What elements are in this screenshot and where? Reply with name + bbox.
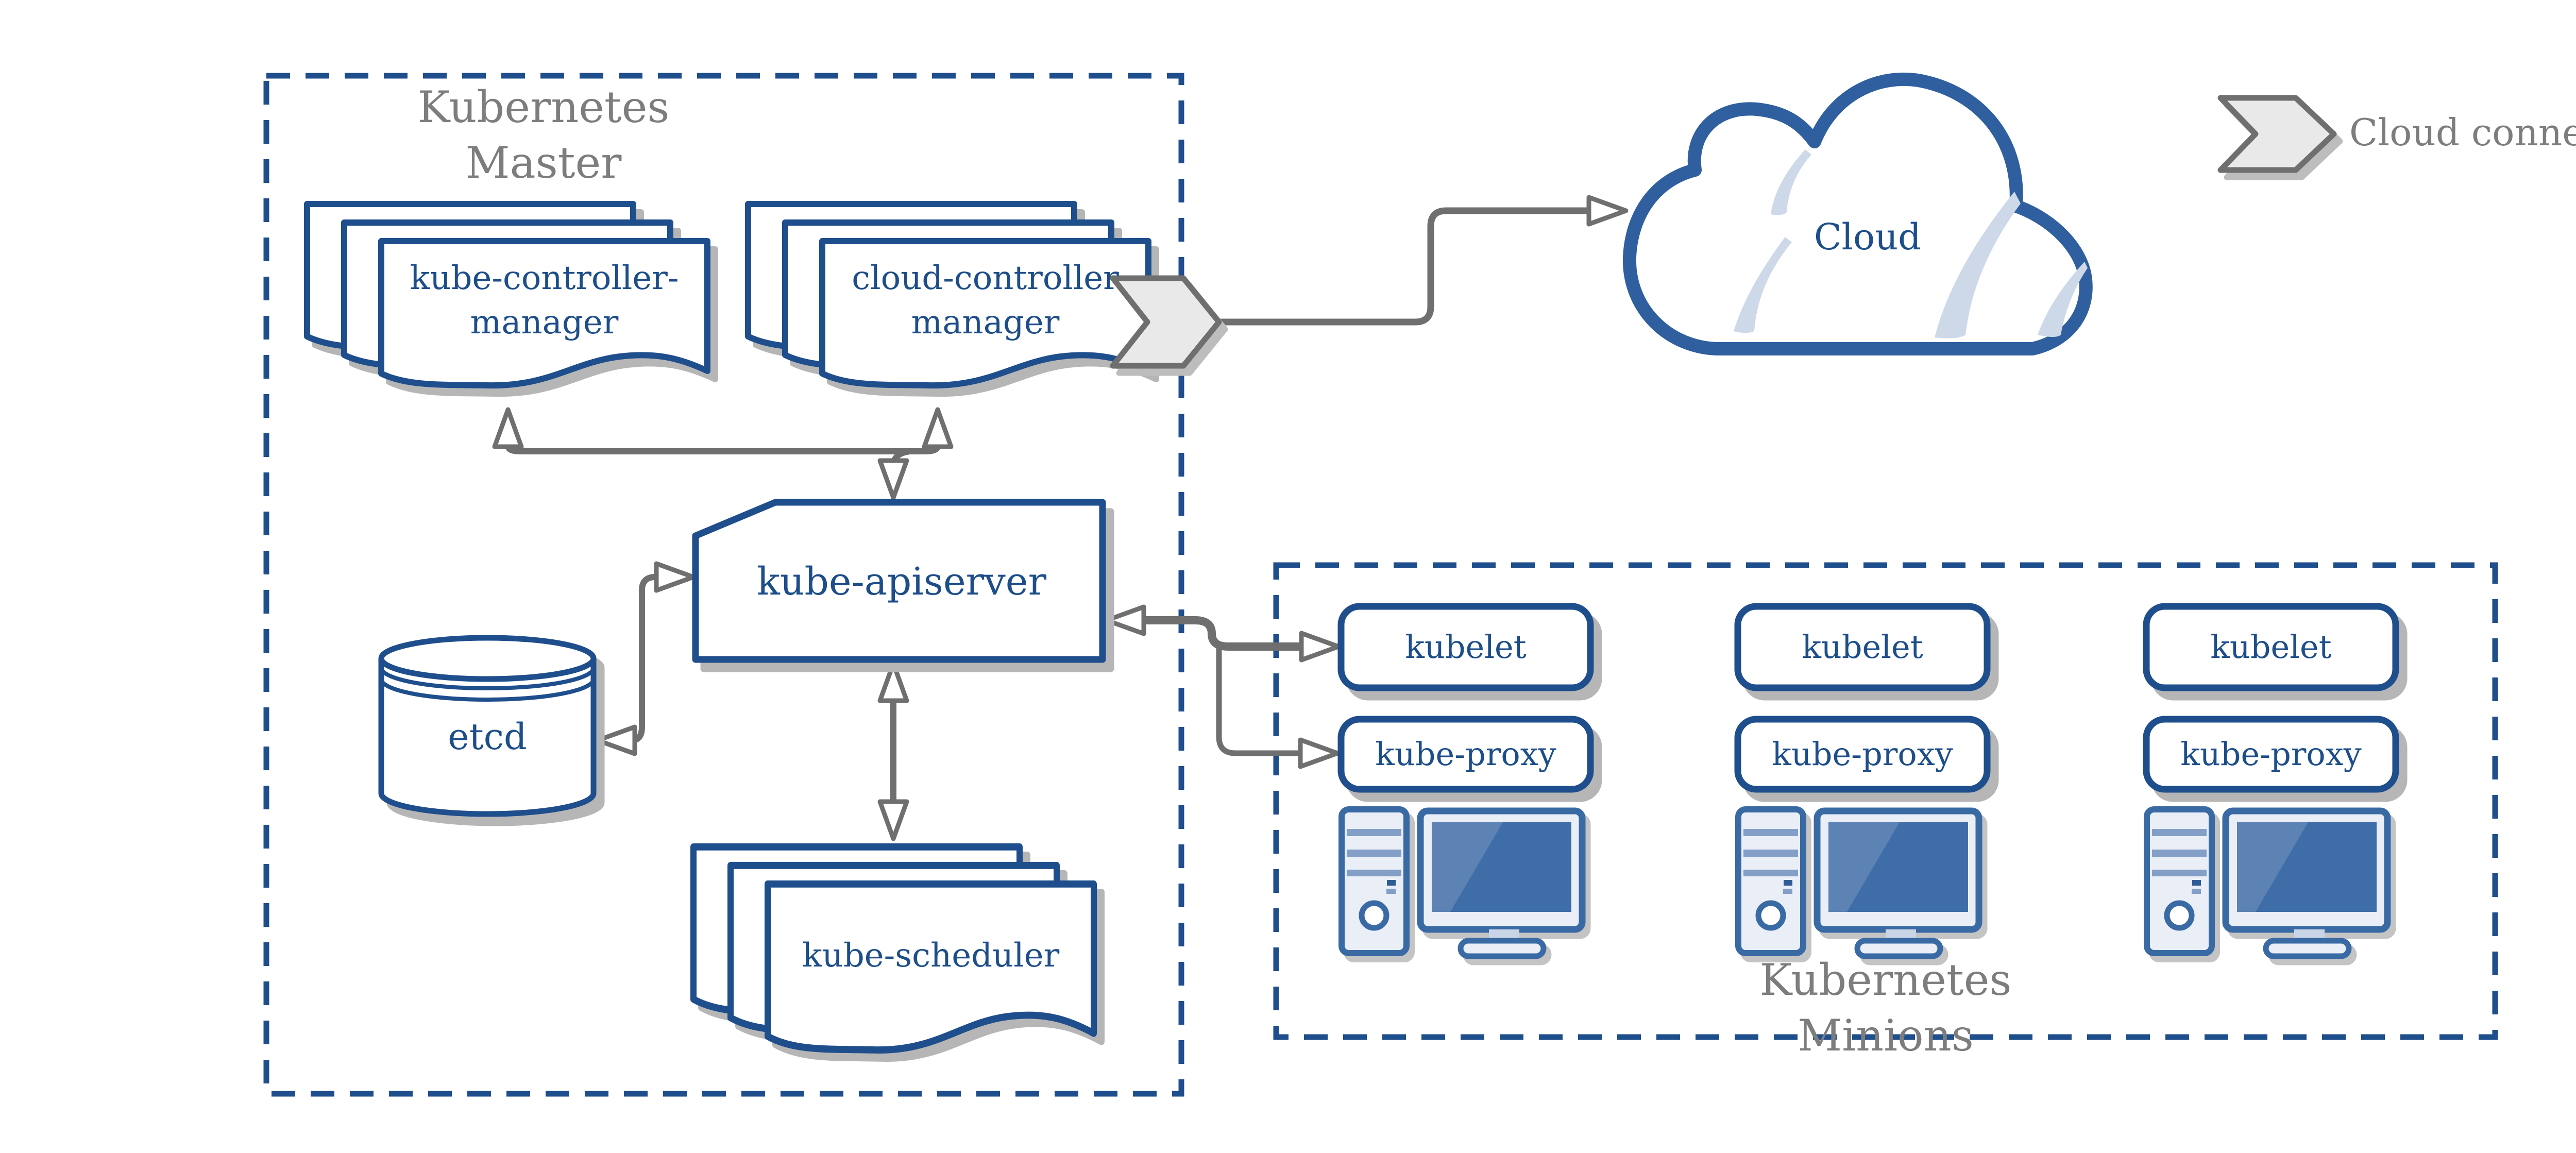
workstation-computer-icon xyxy=(1738,809,1979,956)
arrowhead-icon xyxy=(880,461,907,498)
connector-apiserver-to-etcd xyxy=(629,574,662,743)
kube-proxy-label-1: kube-proxy xyxy=(1375,735,1556,773)
arrowhead-icon xyxy=(880,802,907,839)
kube-apiserver-label: kube-apiserver xyxy=(757,559,1046,604)
kubelet-box-1 xyxy=(1337,603,1594,691)
workstation-icons xyxy=(1342,809,2387,956)
arrowhead-icon xyxy=(924,410,951,447)
cloud-connector-legend-label: Cloud connector xyxy=(2349,110,2576,154)
kcm-label-line1: kube-controller- xyxy=(410,259,679,297)
cloud-controller-manager-label: cloud-controller manager xyxy=(819,241,1151,360)
kubernetes-minions-boundary xyxy=(1273,562,2498,1040)
cloud-node xyxy=(1622,72,2093,355)
kube-apiserver-node xyxy=(692,499,1106,663)
master-region-label-line1: Kubernetes xyxy=(417,82,670,133)
arrowhead-icon xyxy=(656,564,693,590)
minion-service-boxes xyxy=(1337,603,2399,793)
connector-apiserver-to-kubelet xyxy=(1138,616,1308,651)
kubelet-label-2: kubelet xyxy=(1802,628,1923,666)
kubelet-label-3: kubelet xyxy=(2210,628,2332,666)
kube-proxy-label-3: kube-proxy xyxy=(2180,735,2362,773)
connector-ccm-to-cloud xyxy=(1215,207,1595,326)
kube-proxy-box-1 xyxy=(1337,716,1594,793)
minions-region-label-line1: Kubernetes xyxy=(1759,955,2012,1006)
kube-proxy-label-2: kube-proxy xyxy=(1772,735,1953,773)
ccm-label-line1: cloud-controller xyxy=(852,259,1119,297)
cloud-connector-legend-icon xyxy=(2221,98,2334,170)
minions-region-label-line2: Minions xyxy=(1798,1010,1974,1061)
etcd-label: etcd xyxy=(448,715,527,758)
arrowhead-icon xyxy=(598,727,635,754)
arrowhead-icon xyxy=(1301,633,1338,660)
minions-region-label: Kubernetes Minions xyxy=(1731,955,2040,1061)
connector-apiserver-to-kube-proxy xyxy=(1216,645,1306,756)
kube-scheduler-label: kube-scheduler xyxy=(802,936,1060,975)
kube-proxy-box-3 xyxy=(2143,716,2399,793)
workstation-computer-icon xyxy=(1342,809,1582,956)
arrowhead-icon xyxy=(1107,607,1144,634)
master-region-label: Kubernetes Master xyxy=(389,82,698,188)
kube-proxy-box-2 xyxy=(1734,716,1991,793)
kubelet-box-3 xyxy=(2143,603,2399,691)
arrowhead-icon xyxy=(1300,740,1337,767)
ccm-label-line2: manager xyxy=(911,303,1060,342)
kubelet-box-2 xyxy=(1734,603,1991,691)
kubelet-label-1: kubelet xyxy=(1405,628,1527,666)
workstation-computer-icon xyxy=(2147,809,2387,956)
cloud-slash-decorations xyxy=(1734,149,2088,338)
kubernetes-master-boundary xyxy=(263,73,1184,1097)
kube-controller-manager-label: kube-controller- manager xyxy=(378,241,710,360)
cloud-label: Cloud xyxy=(1814,215,1921,258)
kcm-label-line2: manager xyxy=(470,303,619,342)
arrowhead-icon xyxy=(880,664,907,701)
connector-apiserver-to-controllers xyxy=(505,443,941,454)
etcd-node xyxy=(378,635,597,817)
arrowhead-icon xyxy=(495,410,521,447)
master-region-label-line2: Master xyxy=(465,138,622,188)
arrowhead-icon xyxy=(1589,197,1626,224)
